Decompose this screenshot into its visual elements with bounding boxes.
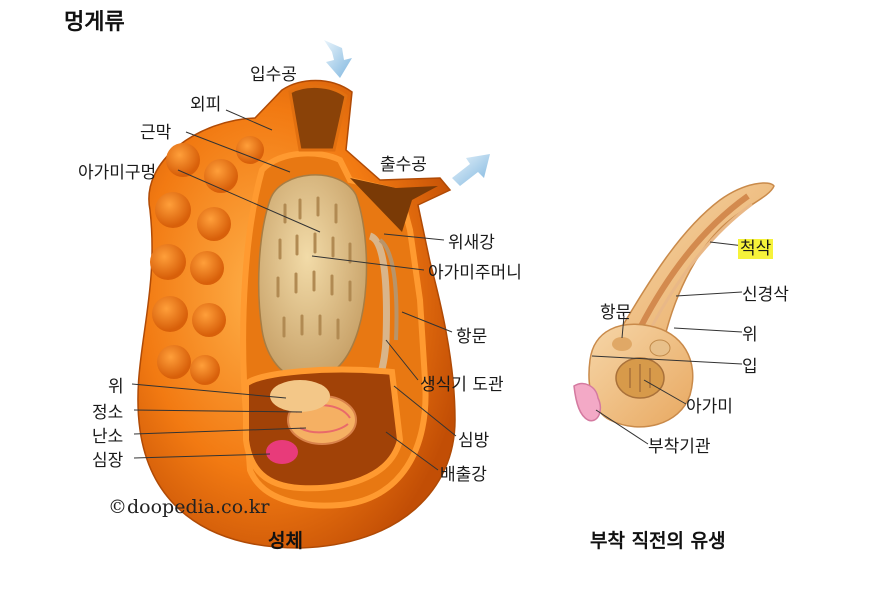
label-larva-anus: 항문 (600, 303, 632, 323)
label-cloaca: 배출강 (440, 465, 487, 485)
label-larva-gill: 아가미 (686, 397, 733, 417)
label-muscle: 근막 (140, 123, 172, 143)
label-atrium: 위새강 (448, 233, 495, 253)
page-title: 멍게류 (64, 10, 125, 35)
larva-body (573, 182, 775, 428)
adult-leader-lines (131, 109, 457, 471)
credit-watermark: ©doopedia.co.kr (108, 496, 270, 518)
label-pericardium: 심방 (458, 431, 490, 451)
label-adhesive-organ: 부착기관 (648, 437, 711, 457)
label-incurrent-siphon: 입수공 (250, 65, 297, 85)
label-larva-stomach: 위 (742, 325, 758, 345)
label-tunic: 외피 (190, 95, 222, 115)
stomach-shape (270, 380, 330, 412)
label-stomach: 위 (108, 377, 124, 397)
label-excurrent-siphon: 출수공 (380, 155, 427, 175)
label-ovary: 난소 (92, 427, 124, 447)
label-testis: 정소 (92, 403, 124, 423)
incurrent-siphon (288, 85, 348, 152)
label-notochord-text: 척삭 (738, 239, 774, 259)
notochord (637, 193, 750, 330)
incurrent-arrow (324, 40, 352, 78)
excurrent-channel (350, 178, 438, 232)
adult-caption: 성체 (268, 530, 303, 552)
excurrent-arrow (452, 154, 490, 186)
larva-caption: 부착 직전의 유생 (590, 530, 726, 552)
label-notochord: 척삭 (738, 234, 774, 259)
label-gill-slits: 아가미구멍 (78, 163, 157, 183)
adhesive-organ (573, 382, 602, 422)
label-mouth: 입 (742, 357, 758, 377)
label-anus: 항문 (456, 327, 488, 347)
heart-shape (266, 440, 298, 464)
tunic-nodules (150, 136, 264, 385)
label-gonoduct: 생식기 도관 (420, 375, 504, 395)
label-gill-sac: 아가미주머니 (428, 263, 522, 283)
gill-slit-pattern (276, 196, 352, 340)
label-heart: 심장 (92, 451, 124, 471)
label-nerve-cord: 신경삭 (742, 285, 789, 305)
